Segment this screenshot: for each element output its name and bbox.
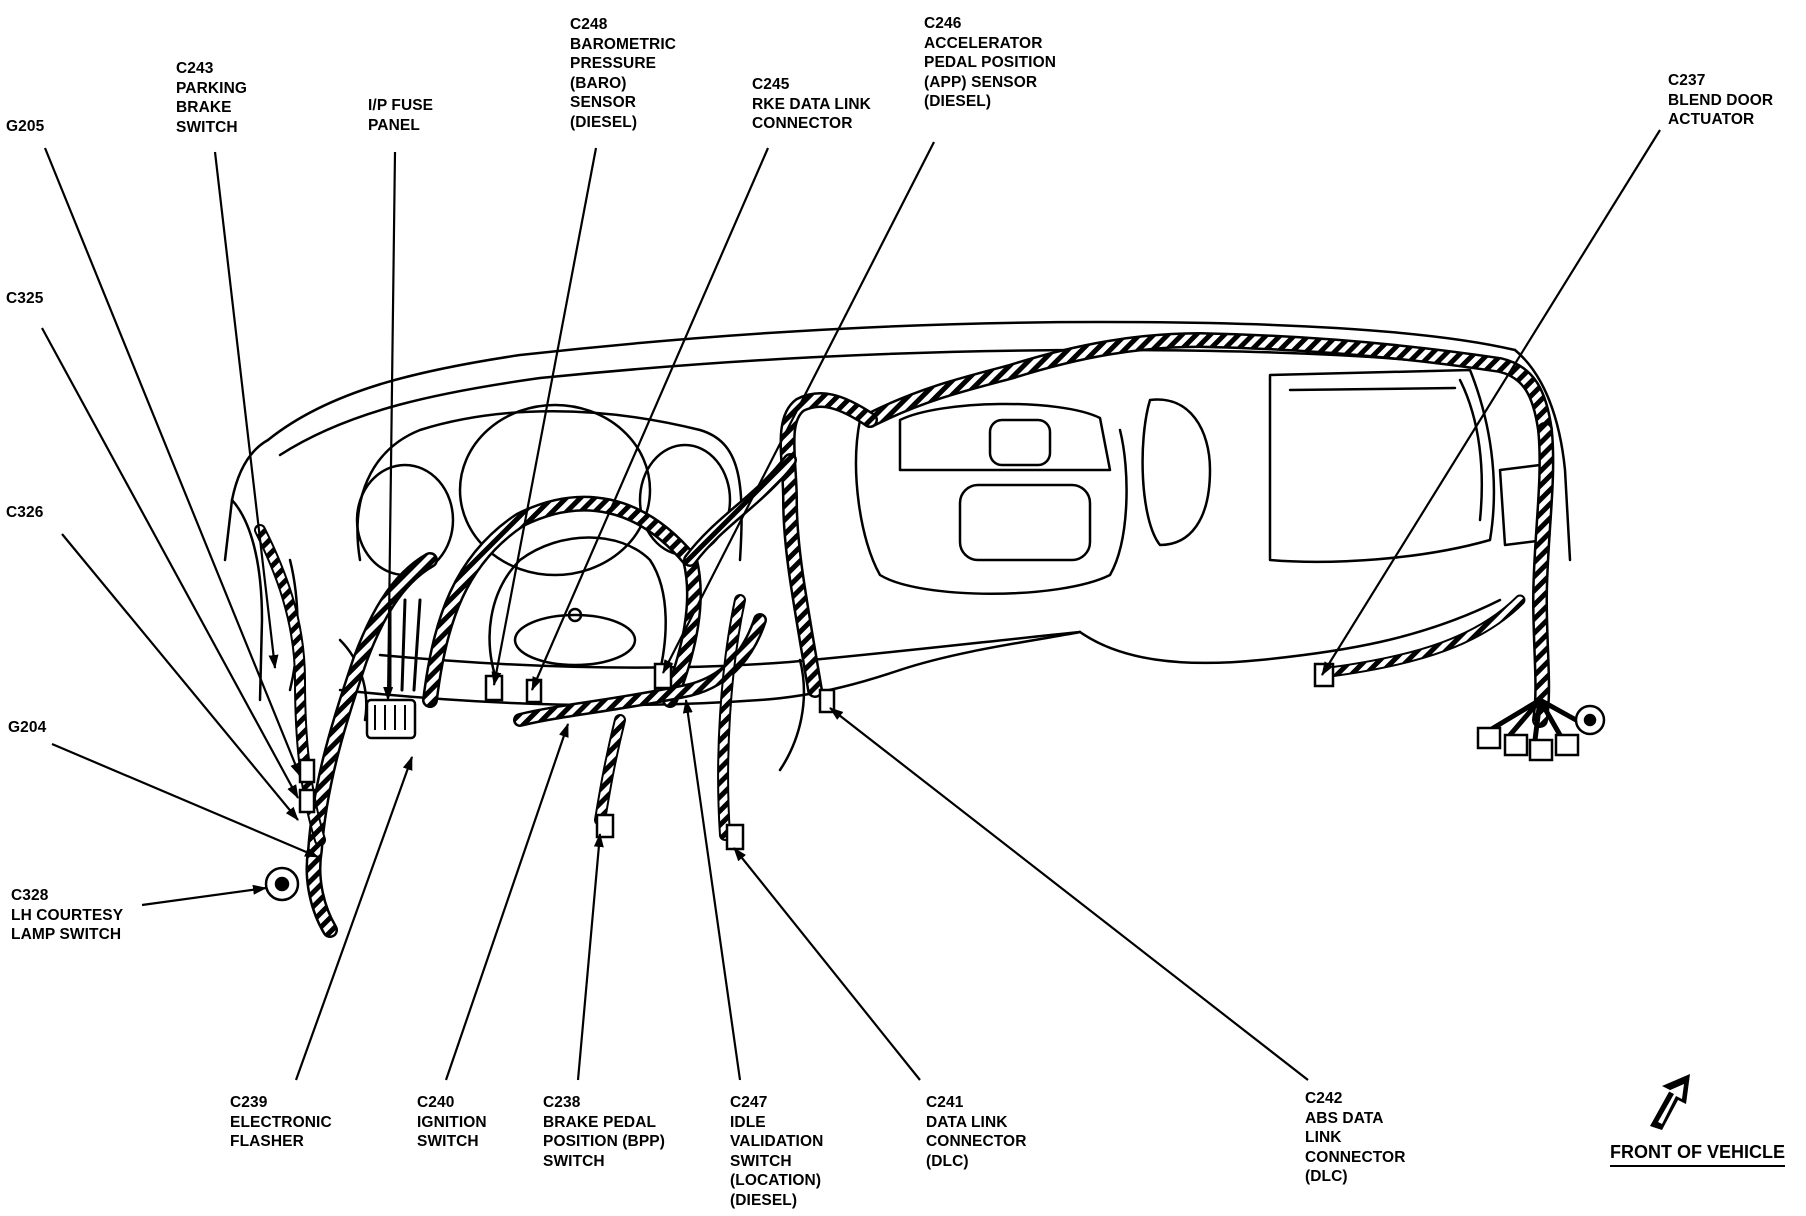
label-c247: C247 IDLE VALIDATION SWITCH (LOCATION) (… <box>730 1094 824 1209</box>
leader-c238 <box>576 833 604 1081</box>
leader-c248 <box>491 147 598 686</box>
leader-g204 <box>51 742 319 859</box>
leader-c326 <box>61 533 299 821</box>
label-c248: C248 BAROMETRIC PRESSURE (BARO) SENSOR (… <box>570 16 677 131</box>
leader-c246 <box>662 141 935 674</box>
leader-c239 <box>294 756 414 1081</box>
label-c238: C238 BRAKE PEDAL POSITION (BPP) SWITCH <box>543 1094 665 1170</box>
label-c242: C242 ABS DATA LINK CONNECTOR (DLC) <box>1305 1090 1406 1185</box>
label-c328: C328 LH COURTESY LAMP SWITCH <box>11 887 124 943</box>
leader-c242 <box>829 707 1309 1081</box>
wiring-harness <box>254 332 1588 938</box>
leader-lines <box>41 129 1661 1081</box>
leader-c237 <box>1321 129 1661 676</box>
leader-c325 <box>41 327 299 799</box>
label-c240: C240 IGNITION SWITCH <box>417 1094 487 1150</box>
front-arrow-icon <box>1650 1074 1690 1130</box>
leader-c328 <box>141 884 267 907</box>
label-ip-fuse-panel: I/P FUSE PANEL <box>368 97 434 134</box>
leader-c241 <box>733 847 921 1081</box>
leader-ip-fuse <box>383 151 397 701</box>
connectors <box>264 662 1606 902</box>
leader-c240 <box>444 723 570 1081</box>
label-c326: C326 <box>6 504 44 521</box>
leader-g205 <box>43 147 302 777</box>
label-c246: C246 ACCELERATOR PEDAL POSITION (APP) SE… <box>924 15 1057 110</box>
label-c237: C237 BLEND DOOR ACTUATOR <box>1668 72 1774 128</box>
label-g204: G204 <box>8 719 47 736</box>
front-of-vehicle-label: FRONT OF VEHICLE <box>1610 1142 1785 1167</box>
leader-c245 <box>530 147 770 691</box>
label-g205: G205 <box>6 118 45 135</box>
label-c241: C241 DATA LINK CONNECTOR (DLC) <box>926 1094 1027 1170</box>
label-c243: C243 PARKING BRAKE SWITCH <box>176 60 248 136</box>
leader-c247 <box>682 699 742 1081</box>
label-c239: C239 ELECTRONIC FLASHER <box>230 1094 332 1150</box>
leader-c243 <box>213 151 279 669</box>
label-c245: C245 RKE DATA LINK CONNECTOR <box>752 76 871 132</box>
label-c325: C325 <box>6 290 44 307</box>
